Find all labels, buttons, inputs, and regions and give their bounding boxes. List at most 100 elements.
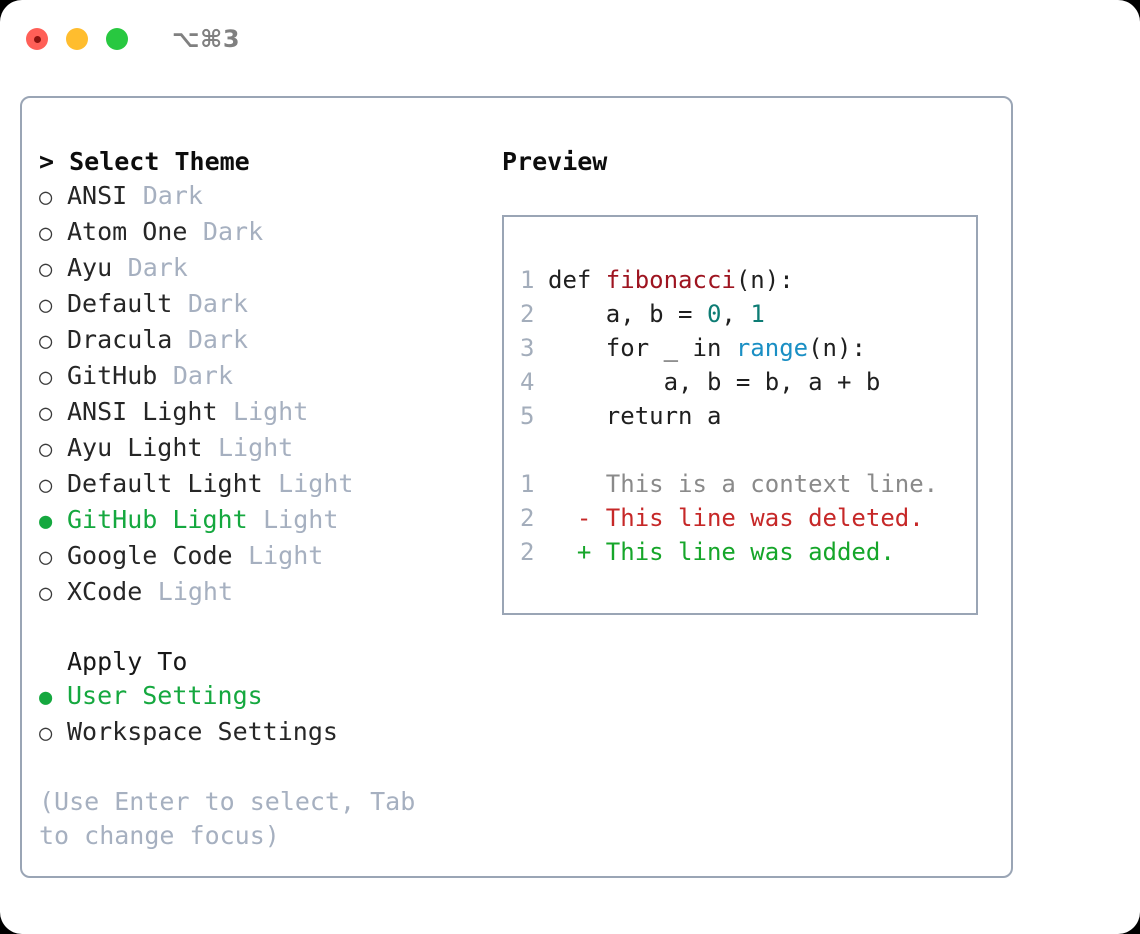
theme-option-label: Default Light xyxy=(67,469,263,498)
theme-option-ansi-light[interactable]: ○ ANSI Light Light xyxy=(39,395,479,431)
theme-option-variant: Dark xyxy=(172,361,234,390)
radio-selected-icon: ● xyxy=(39,685,53,710)
theme-option-label: GitHub xyxy=(67,361,158,390)
title-bar: ⌥⌘3 xyxy=(0,0,1140,78)
zoom-button-icon[interactable] xyxy=(106,28,128,50)
theme-option-ansi[interactable]: ○ ANSI Dark xyxy=(39,179,479,215)
theme-option-label: Default xyxy=(67,289,173,318)
theme-option-label: ANSI xyxy=(67,181,128,210)
theme-option-label: Dracula xyxy=(67,325,173,354)
radio-unselected-icon: ○ xyxy=(39,437,53,462)
code-line: 1 def fibonacci(n): xyxy=(520,263,976,297)
theme-option-default-light[interactable]: ○ Default Light Light xyxy=(39,467,479,503)
diff-sample: 1 This is a context line.2 - This line w… xyxy=(520,467,976,569)
radio-unselected-icon: ○ xyxy=(39,185,53,210)
theme-option-label: ANSI Light xyxy=(67,397,218,426)
theme-option-variant: Dark xyxy=(202,217,264,246)
code-line-source: a, b = 0, 1 xyxy=(548,297,765,331)
code-line-number: 5 xyxy=(520,402,535,430)
preview-heading: Preview xyxy=(502,147,608,176)
diff-line-number: 1 xyxy=(520,470,535,498)
code-line-number: 3 xyxy=(520,334,535,362)
theme-option-variant: Light xyxy=(233,397,309,426)
theme-option-label: GitHub Light xyxy=(67,505,248,534)
radio-unselected-icon: ○ xyxy=(39,401,53,426)
keyboard-hint-text: (Use Enter to select, Tab to change focu… xyxy=(39,787,416,850)
keyboard-shortcut-label: ⌥⌘3 xyxy=(172,25,241,53)
close-button-icon[interactable] xyxy=(26,28,48,50)
code-token-plain: return a xyxy=(548,402,722,430)
theme-option-ayu[interactable]: ○ Ayu Dark xyxy=(39,251,479,287)
code-token-plain: for _ in xyxy=(548,334,736,362)
apply-to-heading: Apply To xyxy=(67,647,188,676)
theme-option-variant: Dark xyxy=(187,325,249,354)
theme-option-variant: Light xyxy=(217,433,294,462)
theme-option-variant: Light xyxy=(263,505,339,534)
radio-unselected-icon: ○ xyxy=(39,329,53,354)
code-line-number: 2 xyxy=(520,300,535,328)
radio-unselected-icon: ○ xyxy=(39,221,53,246)
diff-line-number: 2 xyxy=(520,504,535,532)
apply-to-option-workspace-settings[interactable]: ○ Workspace Settings xyxy=(39,715,479,751)
diff-line-ctx: 1 This is a context line. xyxy=(520,467,976,501)
diff-line-del: 2 - This line was deleted. xyxy=(520,501,976,535)
theme-option-variant: Dark xyxy=(127,253,188,282)
theme-option-dracula[interactable]: ○ Dracula Dark xyxy=(39,323,479,359)
minimize-button-icon[interactable] xyxy=(66,28,88,50)
theme-option-label: Ayu Light xyxy=(67,433,203,462)
code-token-plain: a, b = xyxy=(548,300,707,328)
theme-option-variant: Light xyxy=(248,541,324,570)
apply-to-option-list: ● User Settings ○ Workspace Settings xyxy=(39,679,479,751)
code-token-num: 1 xyxy=(750,300,765,328)
diff-line-add: 2 + This line was added. xyxy=(520,535,976,569)
theme-option-label: XCode xyxy=(67,577,143,606)
diff-line-text: - This line was deleted. xyxy=(548,504,924,532)
radio-unselected-icon: ○ xyxy=(39,365,53,390)
diff-line-number: 2 xyxy=(520,538,535,566)
code-line: 5 return a xyxy=(520,399,976,433)
radio-unselected-icon: ○ xyxy=(39,721,53,746)
theme-option-ayu-light[interactable]: ○ Ayu Light Light xyxy=(39,431,479,467)
theme-option-google-code[interactable]: ○ Google Code Light xyxy=(39,539,479,575)
theme-option-github-light[interactable]: ● GitHub Light Light xyxy=(39,503,479,539)
section-spacer xyxy=(39,611,479,645)
radio-selected-icon: ● xyxy=(39,509,53,534)
theme-option-variant: Light xyxy=(278,469,354,498)
theme-option-variant: Light xyxy=(157,577,234,606)
theme-option-label: Ayu xyxy=(67,253,113,282)
diff-line-text: + This line was added. xyxy=(548,538,895,566)
apply-to-option-label: User Settings xyxy=(67,681,263,710)
theme-option-label: Google Code xyxy=(67,541,233,570)
code-line-source: def fibonacci(n): xyxy=(548,263,794,297)
apply-to-option-user-settings[interactable]: ● User Settings xyxy=(39,679,479,715)
code-token-plain: a, b = b, a + b xyxy=(548,368,881,396)
theme-option-variant: Dark xyxy=(142,181,203,210)
code-token-num: 0 xyxy=(706,300,722,328)
code-line: 4 a, b = b, a + b xyxy=(520,365,976,399)
radio-unselected-icon: ○ xyxy=(39,293,53,318)
theme-option-default[interactable]: ○ Default Dark xyxy=(39,287,479,323)
radio-unselected-icon: ○ xyxy=(39,473,53,498)
code-line: 2 a, b = 0, 1 xyxy=(520,297,976,331)
apply-to-option-label: Workspace Settings xyxy=(67,717,338,746)
code-line-source: for _ in range(n): xyxy=(548,331,866,365)
theme-option-variant: Dark xyxy=(187,289,249,318)
code-token-kw: def xyxy=(548,266,606,294)
theme-option-github[interactable]: ○ GitHub Dark xyxy=(39,359,479,395)
code-token-plain: (n): xyxy=(735,266,794,294)
traffic-lights xyxy=(26,28,128,50)
code-line-source: return a xyxy=(548,399,722,433)
code-token-plain: , xyxy=(721,300,751,328)
radio-unselected-icon: ○ xyxy=(39,257,53,282)
code-token-call: range xyxy=(735,334,809,362)
code-line-number: 1 xyxy=(520,266,535,294)
radio-unselected-icon: ○ xyxy=(39,545,53,570)
code-diff-spacer xyxy=(520,433,976,467)
